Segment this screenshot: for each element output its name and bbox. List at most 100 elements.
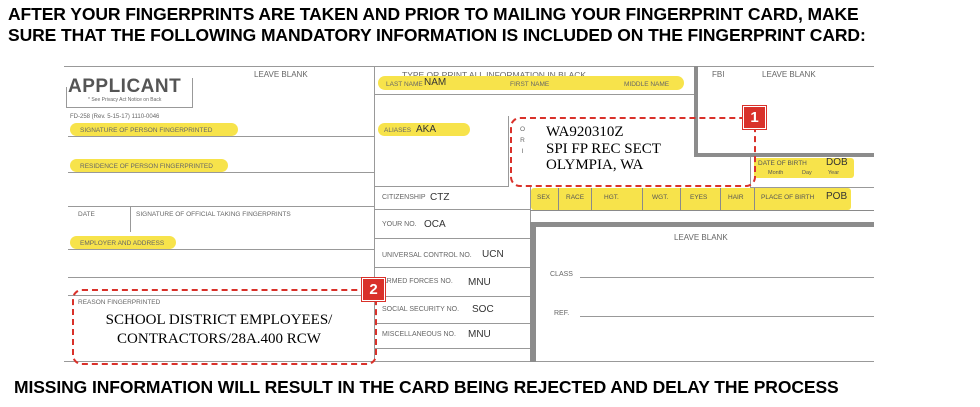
ori-line-3: OLYMPIA, WA: [546, 157, 644, 173]
applicant-box-bottom: [66, 107, 193, 108]
name-highlight: [378, 76, 684, 90]
mnu-code-2: MNU: [468, 329, 491, 340]
fbi-bottom-bar: [694, 153, 874, 157]
reason-label: REASON FINGERPRINTED: [78, 299, 161, 306]
soc-code: SOC: [472, 304, 494, 315]
signature-official-label: SIGNATURE OF OFFICIAL TAKING FINGERPRINT…: [136, 211, 291, 218]
hair-divider: [754, 188, 755, 210]
callout-badge-2: 2: [362, 278, 385, 301]
wgt-divider: [680, 188, 681, 210]
ori-value: WA920310Z SPI FP REC SECT OLYMPIA, WA: [546, 124, 661, 174]
citizenship-line: [374, 209, 530, 210]
ref-label: REF.: [554, 310, 570, 317]
employer-label: EMPLOYER AND ADDRESS: [80, 240, 165, 247]
dob-code: DOB: [826, 157, 848, 168]
aliases-bottom-line: [374, 186, 508, 187]
class-label: CLASS: [550, 271, 573, 278]
sex-divider: [558, 188, 559, 210]
instruction-heading-line1: AFTER YOUR FINGERPRINTS ARE TAKEN AND PR…: [8, 4, 859, 24]
ucn-line: [374, 267, 530, 268]
instruction-heading-line2: SURE THAT THE FOLLOWING MANDATORY INFORM…: [8, 25, 866, 45]
ori-callout-box: [510, 117, 756, 187]
dob-highlight: [754, 158, 854, 178]
callout-badge-1: 1: [743, 106, 766, 129]
ori-label: O R I: [520, 124, 525, 157]
leave-blank-2: LEAVE BLANK: [762, 70, 816, 79]
attributes-bottom-line: [530, 210, 874, 211]
pob-code: POB: [826, 191, 848, 202]
aka-code: AKA: [416, 124, 437, 135]
leave-blank-3-top-bar: [530, 222, 874, 227]
aliases-label: ALIASES: [384, 127, 412, 134]
wgt-label: WGT.: [652, 194, 669, 201]
employer-highlight: [70, 236, 176, 249]
hair-label: HAIR: [728, 194, 744, 201]
mnu-code-1: MNU: [468, 277, 491, 288]
residence-label: RESIDENCE OF PERSON FINGERPRINTED: [80, 163, 213, 170]
date-divider: [130, 206, 131, 232]
dob-bottom-line: [750, 187, 874, 188]
citizenship-label: CITIZENSHIP: [382, 194, 426, 201]
center-divider: [374, 66, 375, 362]
ref-line: [580, 316, 874, 317]
signature-highlight: [70, 123, 238, 136]
social-security-label: SOCIAL SECURITY NO.: [382, 306, 460, 313]
ori-line-2: SPI FP REC SECT: [546, 140, 661, 157]
reason-line-1: SCHOOL DISTRICT EMPLOYEES/: [105, 312, 333, 328]
year-label: Year: [828, 170, 840, 176]
signature-line: [68, 136, 374, 137]
ucn-code: UCN: [482, 249, 504, 260]
nam-code: NAM: [424, 77, 447, 88]
race-label: RACE: [566, 194, 585, 201]
ori-left-line: [508, 116, 509, 187]
fbi-label: FBI: [712, 70, 725, 79]
ori-letter-r: R: [520, 137, 525, 144]
applicant-box-left: [66, 87, 67, 107]
signature-person-label: SIGNATURE OF PERSON FINGERPRINTED: [80, 127, 213, 134]
residence-highlight: [70, 159, 228, 172]
day-label: Day: [802, 170, 812, 176]
type-print-instruction: TYPE OR PRINT ALL INFORMATION IN BLACK: [402, 70, 587, 80]
ori-line-1: WA920310Z: [546, 124, 624, 140]
fbi-left-bar: [694, 66, 698, 156]
fingerprint-card: APPLICANT * See Privacy Act Notice on Ba…: [64, 66, 874, 362]
privacy-note: * See Privacy Act Notice on Back: [88, 97, 162, 103]
reason-line-2: CONTRACTORS/28A.400 RCW: [117, 331, 321, 347]
applicant-box-right: [192, 78, 193, 108]
reason-text: SCHOOL DISTRICT EMPLOYEES/ CONTRACTORS/2…: [78, 311, 360, 349]
oca-code: OCA: [424, 219, 446, 230]
hgt-label: HGT.: [604, 194, 619, 201]
applicant-title: APPLICANT: [68, 76, 182, 97]
ucn-label: UNIVERSAL CONTROL NO.: [382, 252, 472, 259]
armed-forces-label: ARMED FORCES NO.: [382, 278, 453, 285]
employer-line: [68, 249, 374, 250]
form-number: FD-258 (Rev. 5-15-17) 1110-0046: [70, 114, 160, 120]
middle-name-label: MIDDLE NAME: [624, 81, 670, 88]
reason-callout-box: [72, 289, 377, 365]
ctz-code: CTZ: [430, 192, 450, 203]
ori-letter-i: I: [521, 148, 524, 155]
footer-warning: MISSING INFORMATION WILL RESULT IN THE C…: [14, 377, 839, 397]
eyes-divider: [720, 188, 721, 210]
month-label: Month: [768, 170, 784, 176]
race-divider: [591, 188, 592, 210]
leave-blank-3: LEAVE BLANK: [674, 233, 728, 242]
eyes-label: EYES: [690, 194, 708, 201]
date-of-birth-label: DATE OF BIRTH: [758, 160, 807, 167]
leave-blank-3-left-bar: [530, 222, 536, 362]
armed-forces-line: [374, 296, 530, 297]
place-of-birth-label: PLACE OF BIRTH: [761, 194, 815, 201]
name-bottom-line: [374, 94, 695, 95]
class-line: [580, 277, 874, 278]
date-top-line: [68, 206, 374, 207]
social-security-line: [374, 323, 530, 324]
leave-blank-1: LEAVE BLANK: [254, 70, 308, 79]
card-bottom-border: [64, 361, 874, 362]
card-top-border: [64, 66, 874, 67]
employer-line-2: [68, 277, 374, 278]
your-no-line: [374, 238, 530, 239]
ori-letter-o: O: [520, 126, 526, 133]
residence-line: [68, 172, 374, 173]
sex-label: SEX: [537, 194, 551, 201]
your-no-label: YOUR NO.: [382, 221, 417, 228]
